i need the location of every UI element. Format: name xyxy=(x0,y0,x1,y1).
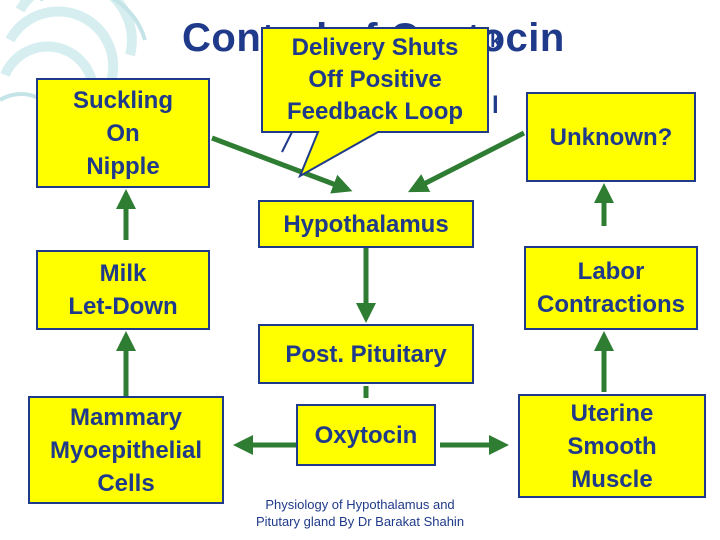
node-milk-let-down: Milk Let-Down xyxy=(36,250,210,330)
hidden-text-fragment: k xyxy=(490,30,502,52)
arrow-unknown-to-hypothalamus xyxy=(407,130,526,193)
node-suckling-on-nipple: Suckling On Nipple xyxy=(36,78,210,188)
node-mammary-myoepithelial: Mammary Myoepithelial Cells xyxy=(28,396,224,504)
node-hypothalamus: Hypothalamus xyxy=(258,200,474,248)
node-unknown: Unknown? xyxy=(526,92,696,182)
footer-credit: Physiology of Hypothalamus and Pitutary … xyxy=(255,497,465,529)
callout-shadow-pointer xyxy=(281,131,293,153)
callout-bubble xyxy=(261,27,489,179)
node-oxytocin: Oxytocin xyxy=(296,404,436,466)
node-labor-contractions: Labor Contractions xyxy=(524,246,698,330)
node-uterine-smooth-muscle: Uterine Smooth Muscle xyxy=(518,394,706,498)
node-post-pituitary: Post. Pituitary xyxy=(258,324,474,384)
callout-delivery-shuts-off: Delivery Shuts Off Positive Feedback Loo… xyxy=(286,34,464,125)
hidden-text-fragment: l xyxy=(492,92,499,119)
arrow-suckling-to-hypothalamus xyxy=(211,135,353,194)
